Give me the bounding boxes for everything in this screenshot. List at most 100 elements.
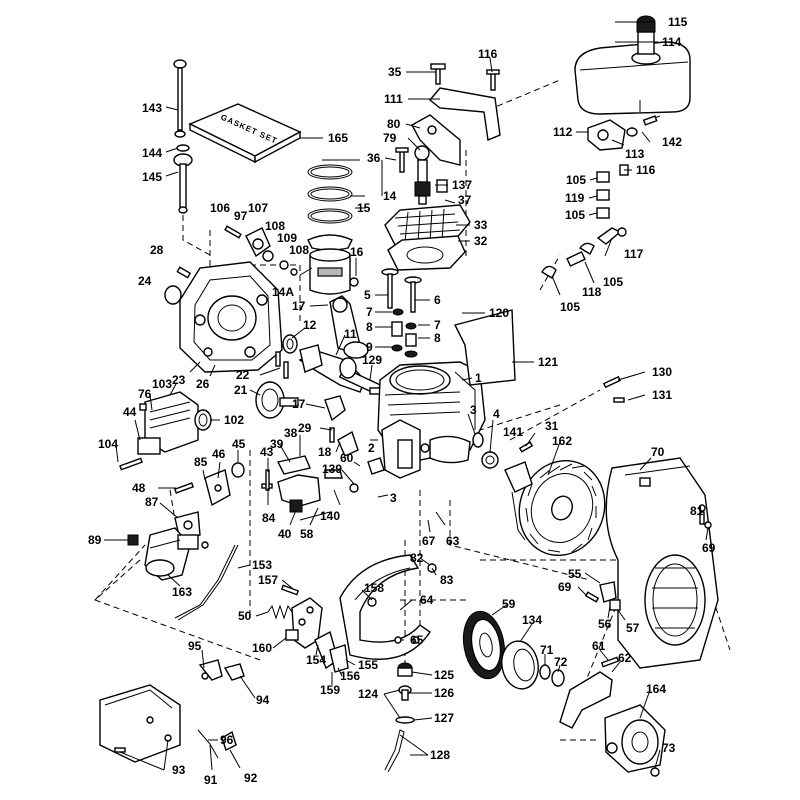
callout-156: 156 bbox=[340, 669, 360, 683]
callout-83: 83 bbox=[440, 573, 454, 587]
callout-140: 140 bbox=[320, 509, 340, 523]
callout-6: 6 bbox=[434, 293, 441, 307]
callout-125: 125 bbox=[434, 668, 454, 682]
callout-120: 120 bbox=[489, 306, 509, 320]
callout-17: 17 bbox=[292, 299, 306, 313]
cup-parts bbox=[384, 636, 420, 773]
callout-80: 80 bbox=[387, 117, 401, 131]
starter-cup bbox=[462, 610, 565, 690]
callout-65: 65 bbox=[410, 633, 424, 647]
callout-18: 18 bbox=[318, 445, 332, 459]
callout-157: 157 bbox=[258, 573, 278, 587]
callout-119: 119 bbox=[565, 191, 585, 205]
callout-163: 163 bbox=[172, 585, 192, 599]
carburetor bbox=[127, 527, 209, 581]
connecting-rod bbox=[282, 295, 369, 359]
callout-43: 43 bbox=[260, 445, 274, 459]
callout-50: 50 bbox=[238, 609, 252, 623]
callout-39: 39 bbox=[270, 437, 284, 451]
callout-141: 141 bbox=[503, 425, 523, 439]
callout-24: 24 bbox=[138, 274, 152, 288]
callout-128: 128 bbox=[430, 748, 450, 762]
callout-143: 143 bbox=[142, 101, 162, 115]
callout-118: 118 bbox=[582, 285, 602, 299]
callout-26: 26 bbox=[196, 377, 210, 391]
callout-105: 105 bbox=[603, 275, 623, 289]
callout-44: 44 bbox=[123, 405, 137, 419]
callout-89: 89 bbox=[88, 533, 102, 547]
callout-84: 84 bbox=[262, 511, 276, 525]
callout-40: 40 bbox=[278, 527, 292, 541]
callout-94: 94 bbox=[256, 693, 270, 707]
callout-36: 36 bbox=[367, 151, 381, 165]
callout-109: 109 bbox=[277, 231, 297, 245]
flywheel-small-parts bbox=[453, 309, 625, 469]
callout-16: 16 bbox=[350, 245, 364, 259]
callout-129: 129 bbox=[362, 353, 382, 367]
callout-116: 116 bbox=[478, 47, 498, 61]
callout-105: 105 bbox=[560, 300, 580, 314]
callout-69: 69 bbox=[702, 541, 716, 555]
governor-parts bbox=[261, 427, 385, 521]
callout-21: 21 bbox=[234, 383, 248, 397]
callout-153: 153 bbox=[252, 558, 272, 572]
callout-31: 31 bbox=[545, 419, 559, 433]
callout-160: 160 bbox=[252, 641, 272, 655]
callout-29: 29 bbox=[298, 421, 312, 435]
callout-117: 117 bbox=[624, 247, 644, 261]
callout-93: 93 bbox=[172, 763, 186, 777]
callout-108: 108 bbox=[265, 219, 285, 233]
callout-111: 111 bbox=[384, 92, 403, 106]
callout-105: 105 bbox=[566, 173, 586, 187]
fuel-tank bbox=[574, 15, 691, 115]
leader-lines bbox=[104, 21, 709, 771]
callout-114: 114 bbox=[662, 35, 682, 49]
callout-102: 102 bbox=[224, 413, 244, 427]
callout-92: 92 bbox=[244, 771, 258, 785]
callout-104: 104 bbox=[98, 437, 118, 451]
callout-108: 108 bbox=[289, 243, 309, 257]
callout-130: 130 bbox=[652, 365, 672, 379]
callout-17: 17 bbox=[292, 397, 306, 411]
callout-113: 113 bbox=[625, 147, 645, 161]
callout-97: 97 bbox=[234, 209, 248, 223]
callout-61: 61 bbox=[592, 639, 606, 653]
recoil-starter bbox=[604, 704, 666, 777]
callout-3: 3 bbox=[390, 491, 397, 505]
cylinder-head bbox=[384, 204, 471, 271]
engine-block bbox=[377, 361, 486, 479]
callout-8: 8 bbox=[434, 331, 441, 345]
callout-59: 59 bbox=[502, 597, 516, 611]
callout-14A: 14A bbox=[272, 285, 294, 299]
callout-5: 5 bbox=[364, 288, 371, 302]
callout-55: 55 bbox=[568, 567, 582, 581]
callout-142: 142 bbox=[662, 135, 682, 149]
callout-124: 124 bbox=[358, 687, 378, 701]
callout-32: 32 bbox=[474, 234, 488, 248]
callout-46: 46 bbox=[212, 447, 226, 461]
control-cover bbox=[99, 659, 245, 763]
callout-9: 9 bbox=[366, 340, 373, 354]
crankcase-cover bbox=[179, 261, 289, 379]
callout-139: 139 bbox=[322, 462, 342, 476]
callout-71: 71 bbox=[540, 643, 554, 657]
callout-12: 12 bbox=[303, 318, 317, 332]
gasket-set-box: GASKET SET bbox=[188, 103, 302, 164]
callout-112: 112 bbox=[553, 125, 573, 139]
callout-37: 37 bbox=[458, 193, 472, 207]
callout-79: 79 bbox=[383, 131, 397, 145]
callout-48: 48 bbox=[132, 481, 146, 495]
callout-76: 76 bbox=[138, 387, 152, 401]
callout-159: 159 bbox=[320, 683, 340, 697]
callout-57: 57 bbox=[626, 621, 640, 635]
callout-162: 162 bbox=[552, 434, 572, 448]
flywheel bbox=[504, 459, 606, 557]
callout-56: 56 bbox=[598, 617, 612, 631]
governor-linkage bbox=[173, 462, 245, 541]
callout-126: 126 bbox=[434, 686, 454, 700]
callout-23: 23 bbox=[172, 373, 186, 387]
callout-95: 95 bbox=[188, 639, 202, 653]
callout-72: 72 bbox=[554, 655, 568, 669]
